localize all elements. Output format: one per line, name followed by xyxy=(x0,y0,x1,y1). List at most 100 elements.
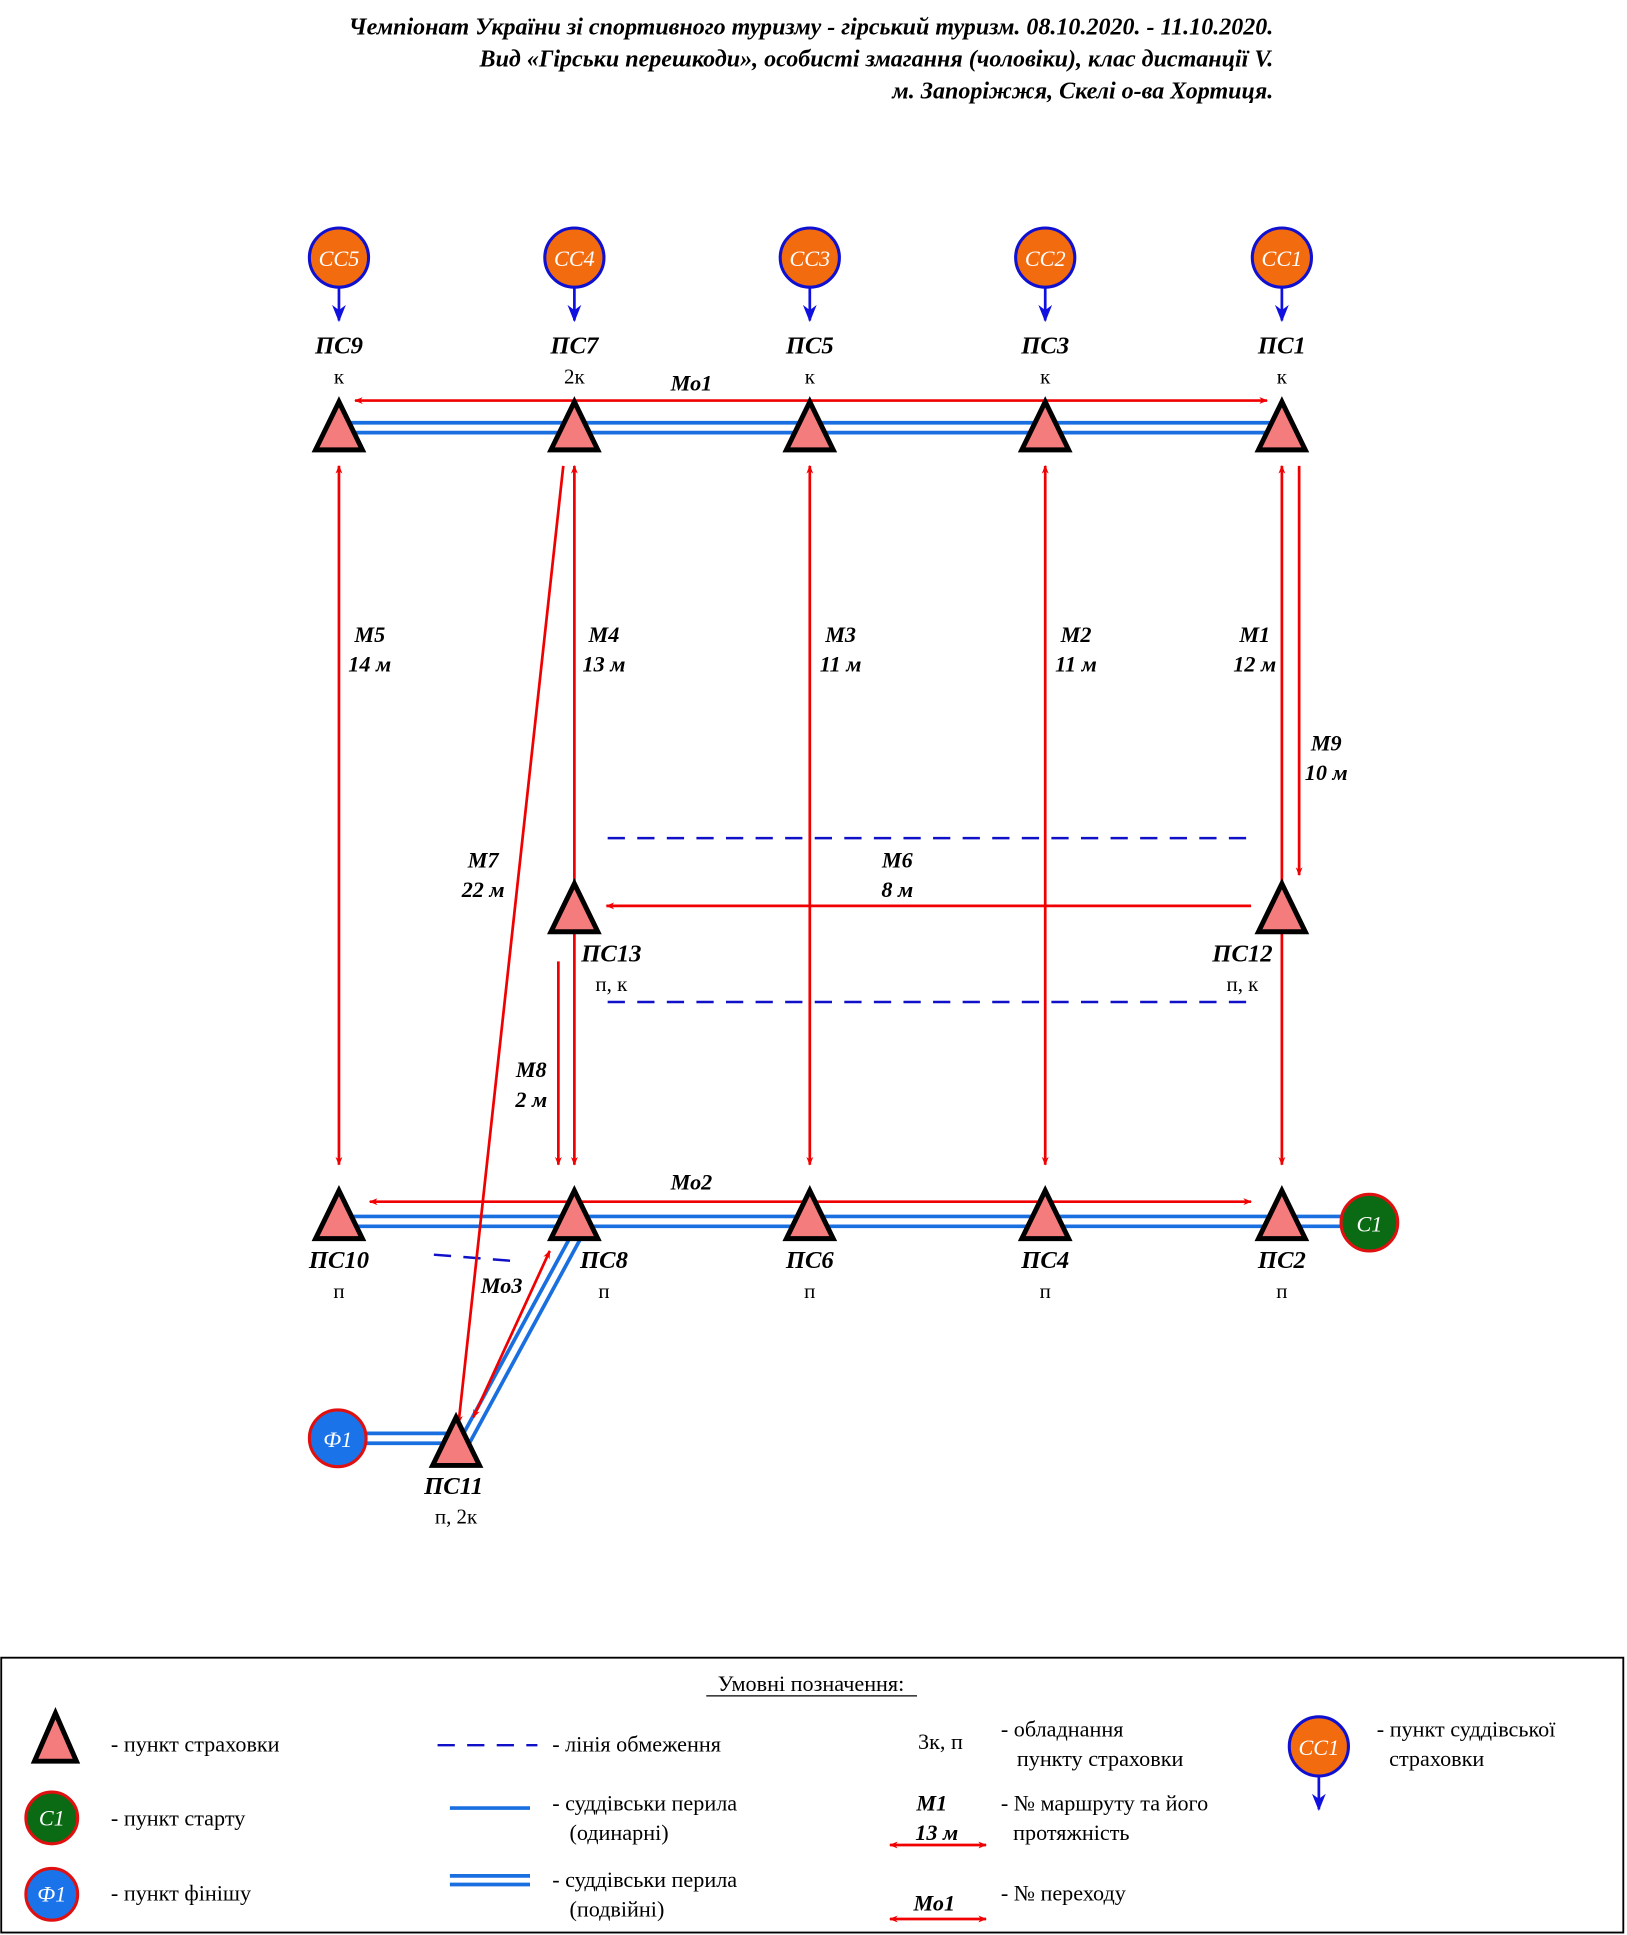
triangle-icon xyxy=(782,396,838,453)
route-m2-name: М2 xyxy=(1060,622,1092,647)
legend-belay-text: - пункт страховки xyxy=(111,1731,280,1756)
belay-point-equipment: п xyxy=(1040,1279,1051,1303)
start-label: С1 xyxy=(1356,1211,1382,1236)
triangle-icon xyxy=(1254,396,1310,453)
triangle-icon xyxy=(311,1184,367,1242)
diagonal-rope-1 xyxy=(451,1237,572,1453)
belay-point-equipment: 2к xyxy=(564,364,585,388)
crossing-mo1-label: Мо1 xyxy=(670,371,713,396)
legend-judge-text-1: - пункт суддівської xyxy=(1377,1717,1556,1742)
route-m3-name: М3 xyxy=(824,622,856,647)
middle-belay-points: ПС13 п, к ПС12 п, к xyxy=(547,878,1310,996)
legend-judge-text-2: страховки xyxy=(1389,1746,1484,1771)
belay-point-ps9: ПС9 к xyxy=(311,333,367,453)
crossing-mo3-arrow xyxy=(472,1250,551,1419)
route-m7-length: 22 м xyxy=(461,877,505,902)
title-line-1: Чемпіонат України зі спортивного туризму… xyxy=(349,15,1274,41)
crossing-mo3-label: Мо3 xyxy=(480,1273,523,1298)
legend-double-rope-text-1: - суддівськи перила xyxy=(552,1867,737,1892)
judge-point-cc2: СС2 xyxy=(1014,226,1077,323)
legend-crossing-text: - № переходу xyxy=(1001,1880,1126,1905)
legend-equip-sample: 3к, п xyxy=(918,1729,963,1754)
legend-frame xyxy=(0,1656,1625,1934)
route-m9-length: 10 м xyxy=(1305,760,1348,785)
triangle-icon xyxy=(782,1184,838,1242)
belay-point-equipment: п xyxy=(1276,1279,1287,1303)
belay-point-label: ПС7 xyxy=(549,333,600,360)
judge-point-cc3: СС3 xyxy=(778,226,841,323)
route-m1-name: М1 xyxy=(1238,622,1270,647)
belay-point-equipment: к xyxy=(1040,364,1051,388)
belay-point-label: ПС12 xyxy=(1211,940,1272,967)
crossing-mo2-label: Мо2 xyxy=(670,1169,713,1194)
title-line-3: м. Запоріжжя, Скелі о-ва Хортиця. xyxy=(891,79,1273,105)
belay-point-ps10: ПС10 п xyxy=(308,1184,369,1303)
triangle-icon xyxy=(1254,1184,1310,1242)
start-circle-icon xyxy=(24,1790,80,1846)
legend-route-sample-name: М1 xyxy=(915,1791,947,1816)
start-circle-icon xyxy=(1339,1192,1400,1253)
judge-point-cc1: СС1 xyxy=(1250,226,1314,323)
belay-point-label: ПС6 xyxy=(785,1247,835,1274)
belay-point-label: ПС3 xyxy=(1020,333,1069,360)
legend-judge-sample: СС1 xyxy=(1299,1735,1340,1760)
legend-route-text-2: протяжність xyxy=(1013,1820,1129,1845)
legend-double-rope-text-2: (подвійні) xyxy=(569,1897,664,1922)
header: Чемпіонат України зі спортивного туризму… xyxy=(349,15,1274,105)
belay-point-ps8: ПС8 п xyxy=(547,1184,628,1303)
judge-label: СС2 xyxy=(1025,246,1066,271)
title-line-2: Вид «Гірськи перешкоди», особисті змаган… xyxy=(479,47,1274,73)
belay-point-ps2: ПС2 п xyxy=(1254,1184,1310,1303)
belay-point-ps6: ПС6 п xyxy=(782,1184,838,1303)
belay-point-ps3: ПС3 к xyxy=(1017,333,1073,453)
finish-label: Ф1 xyxy=(323,1427,352,1452)
belay-point-equipment: к xyxy=(805,364,816,388)
legend-crossing-sample: Мо1 xyxy=(913,1890,956,1915)
belay-point-label: ПС10 xyxy=(308,1247,369,1274)
belay-point-ps13: ПС13 п, к xyxy=(547,878,641,996)
belay-point-ps4: ПС4 п xyxy=(1017,1184,1073,1303)
belay-point-ps7: ПС7 2к xyxy=(547,333,602,453)
route-m2-length: 11 м xyxy=(1055,652,1097,677)
triangle-icon xyxy=(311,396,367,453)
restriction-line-ps10 xyxy=(433,1253,512,1263)
legend-start-sample: С1 xyxy=(39,1805,65,1830)
route-m4-name: М4 xyxy=(588,622,620,647)
triangle-icon xyxy=(1017,396,1073,453)
triangle-icon xyxy=(428,1411,484,1468)
legend-route-sample-length: 13 м xyxy=(915,1820,958,1845)
judge-point-cc4: СС4 xyxy=(543,226,606,323)
belay-point-ps12: ПС12 п, к xyxy=(1211,878,1310,996)
judge-points: СС5 СС4 СС3 СС2 СС1 xyxy=(307,226,1314,323)
belay-point-equipment: п, к xyxy=(1227,972,1260,996)
belay-point-ps5: ПС5 к xyxy=(782,333,838,453)
route-m4-length: 13 м xyxy=(583,652,626,677)
triangle-icon xyxy=(1017,1184,1073,1242)
legend-single-rope-text-1: - суддівськи перила xyxy=(552,1791,737,1816)
belay-point-label: ПС13 xyxy=(580,940,641,967)
start-point: С1 xyxy=(1339,1192,1400,1253)
legend-title: Умовні позначення: xyxy=(718,1671,905,1696)
route-m5-length: 14 м xyxy=(348,652,391,677)
triangle-icon xyxy=(547,878,602,935)
belay-point-ps1: ПС1 к xyxy=(1254,333,1310,453)
route-m8-name: М8 xyxy=(515,1057,547,1082)
legend-finish-sample: Ф1 xyxy=(37,1882,66,1907)
route-m8-length: 2 м xyxy=(514,1087,547,1112)
route-m5-name: М5 xyxy=(353,622,385,647)
judge-label: СС1 xyxy=(1262,246,1303,271)
belay-point-ps11: ПС11 п, 2к xyxy=(423,1411,484,1528)
legend: Умовні позначення: - пункт страховки С1 … xyxy=(0,1656,1625,1934)
route-m6-name: М6 xyxy=(881,848,914,873)
belay-point-equipment: п xyxy=(333,1279,344,1303)
judge-label: СС4 xyxy=(554,246,595,271)
legend-finish-text: - пункт фінішу xyxy=(111,1880,251,1905)
triangle-icon xyxy=(1254,878,1310,935)
belay-point-equipment: п xyxy=(804,1279,815,1303)
belay-point-label: ПС9 xyxy=(314,333,363,360)
belay-point-label: ПС4 xyxy=(1020,1247,1069,1274)
belay-point-equipment: п xyxy=(598,1279,609,1303)
belay-point-label: ПС1 xyxy=(1257,333,1306,360)
belay-point-label: ПС2 xyxy=(1257,1247,1306,1274)
route-labels: Мо1 Мо2 Мо3 М5 14 м М4 13 м М3 11 м М2 1… xyxy=(348,371,1347,1298)
